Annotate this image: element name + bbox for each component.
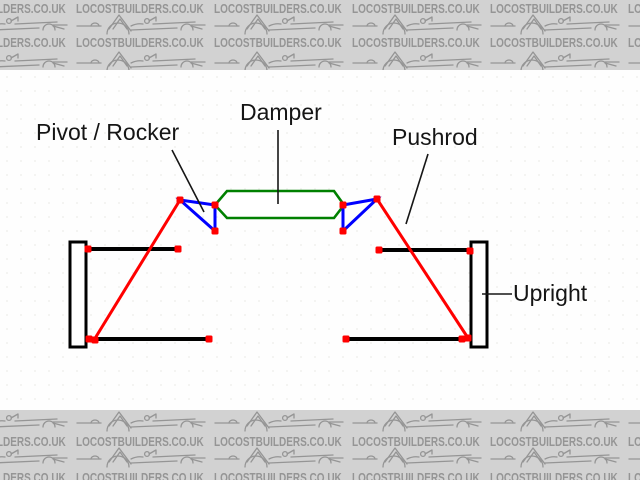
joint-dot <box>458 335 466 343</box>
watermark-row-text: LOCOSTBUILDERS.CO.UK LOCOSTBUILDERS.CO.UK… <box>0 34 640 52</box>
watermark-text: LOCOSTBUILDERS.CO.UK <box>76 435 204 449</box>
watermark-text: LOCOSTBUILDERS.CO.UK <box>76 2 204 16</box>
watermark-band-bottom: LOCOSTBUILDERS.CO.UK LOCOSTBUILDERS.CO.UK… <box>0 410 640 480</box>
watermark-unit: LOCOSTBUILDERS.CO.UK <box>352 433 490 451</box>
watermark-row-text: LOCOSTBUILDERS.CO.UK LOCOSTBUILDERS.CO.UK… <box>0 433 640 451</box>
upright-label: Upright <box>513 280 588 306</box>
joint-dot <box>339 201 347 209</box>
watermark-unit: LOCOSTBUILDERS.CO.UK <box>76 433 214 451</box>
watermark-unit: LOCOSTBUILDERS.CO.UK <box>352 34 490 52</box>
pushrod-line <box>375 198 470 339</box>
rocker-link <box>175 197 217 235</box>
watermark-band-top: LOCOSTBUILDERS.CO.UK LOCOSTBUILDERS.CO.UK… <box>0 0 640 70</box>
watermark-unit: LOCOSTBUILDERS.CO.UK <box>490 433 628 451</box>
joint-dot <box>205 335 213 343</box>
diagram-canvas <box>0 70 640 410</box>
joint-dot <box>91 336 99 344</box>
watermark-unit: LOCOSTBUILDERS.CO.UK <box>490 469 628 480</box>
watermark-unit: LOCOSTBUILDERS.CO.UK <box>214 34 352 52</box>
joint-dot <box>84 245 92 253</box>
watermark-row-text: LOCOSTBUILDERS.CO.UK LOCOSTBUILDERS.CO.UK… <box>0 0 640 18</box>
pushrod-label: Pushrod <box>392 124 478 150</box>
joint-dot <box>466 247 474 255</box>
watermark-unit: LOCOSTBUILDERS.CO.UK <box>352 469 490 480</box>
upright-rect <box>68 240 88 349</box>
watermark-text: LOCOSTBUILDERS.CO.UK <box>628 2 640 16</box>
watermark-text: LOCOSTBUILDERS.CO.UK <box>628 471 640 480</box>
watermark-text: LOCOSTBUILDERS.CO.UK <box>352 435 480 449</box>
watermark-unit: LOCOSTBUILDERS.CO.UK <box>628 433 640 451</box>
pushrod-line <box>92 199 182 341</box>
watermark-row-text: LOCOSTBUILDERS.CO.UK LOCOSTBUILDERS.CO.UK… <box>0 469 640 480</box>
joint-dot <box>176 196 184 204</box>
watermark-unit: LOCOSTBUILDERS.CO.UK <box>214 433 352 451</box>
joint-dot <box>211 227 219 235</box>
watermark-text: LOCOSTBUILDERS.CO.UK <box>490 2 618 16</box>
joint-dot <box>174 245 182 253</box>
watermark-text: LOCOSTBUILDERS.CO.UK <box>628 36 640 50</box>
watermark-unit: LOCOSTBUILDERS.CO.UK <box>628 0 640 18</box>
damper-outline <box>213 189 346 220</box>
joint-dot <box>211 201 219 209</box>
watermark-text: LOCOSTBUILDERS.CO.UK <box>214 435 342 449</box>
watermark-text: LOCOSTBUILDERS.CO.UK <box>0 435 66 449</box>
watermark-text: LOCOSTBUILDERS.CO.UK <box>352 36 480 50</box>
watermark-unit: LOCOSTBUILDERS.CO.UK <box>352 0 490 18</box>
watermark-unit: LOCOSTBUILDERS.CO.UK <box>0 469 76 480</box>
watermark-unit: LOCOSTBUILDERS.CO.UK <box>0 0 76 18</box>
watermark-text: LOCOSTBUILDERS.CO.UK <box>76 471 204 480</box>
leader-line <box>405 153 429 225</box>
watermark-text: LOCOSTBUILDERS.CO.UK <box>628 435 640 449</box>
watermark-text: LOCOSTBUILDERS.CO.UK <box>490 435 618 449</box>
joint-dot <box>464 334 472 342</box>
watermark-text: LOCOSTBUILDERS.CO.UK <box>0 2 66 16</box>
joint-dot <box>342 335 350 343</box>
watermark-text: LOCOSTBUILDERS.CO.UK <box>352 471 480 480</box>
watermark-unit: LOCOSTBUILDERS.CO.UK <box>0 34 76 52</box>
watermark-unit: LOCOSTBUILDERS.CO.UK <box>0 433 76 451</box>
watermark-unit: LOCOSTBUILDERS.CO.UK <box>214 469 352 480</box>
joint-dot <box>339 227 347 235</box>
watermark-text: LOCOSTBUILDERS.CO.UK <box>0 36 66 50</box>
watermark-text: LOCOSTBUILDERS.CO.UK <box>0 471 66 480</box>
pivot-rocker-label: Pivot / Rocker <box>36 119 180 145</box>
watermark-unit: LOCOSTBUILDERS.CO.UK <box>76 34 214 52</box>
damper-label: Damper <box>240 99 322 125</box>
watermark-text: LOCOSTBUILDERS.CO.UK <box>76 36 204 50</box>
watermark-unit: LOCOSTBUILDERS.CO.UK <box>490 0 628 18</box>
watermark-text: LOCOSTBUILDERS.CO.UK <box>214 36 342 50</box>
watermark-text: LOCOSTBUILDERS.CO.UK <box>490 36 618 50</box>
joint-dot <box>373 195 381 203</box>
watermark-text: LOCOSTBUILDERS.CO.UK <box>214 2 342 16</box>
joint-dot <box>85 335 93 343</box>
watermark-text: LOCOSTBUILDERS.CO.UK <box>490 471 618 480</box>
leader-line <box>171 149 205 213</box>
watermark-unit: LOCOSTBUILDERS.CO.UK <box>490 34 628 52</box>
watermark-text: LOCOSTBUILDERS.CO.UK <box>352 2 480 16</box>
rocker-link <box>341 196 382 235</box>
watermark-unit: LOCOSTBUILDERS.CO.UK <box>76 0 214 18</box>
watermark-unit: LOCOSTBUILDERS.CO.UK <box>628 469 640 480</box>
watermark-text: LOCOSTBUILDERS.CO.UK <box>214 471 342 480</box>
watermark-unit: LOCOSTBUILDERS.CO.UK <box>628 34 640 52</box>
watermark-unit: LOCOSTBUILDERS.CO.UK <box>76 469 214 480</box>
joint-dot <box>375 246 383 254</box>
watermark-unit: LOCOSTBUILDERS.CO.UK <box>214 0 352 18</box>
